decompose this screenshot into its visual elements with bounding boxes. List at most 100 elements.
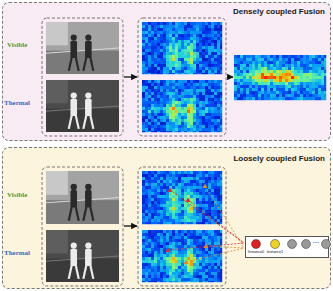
heat-cell	[175, 222, 178, 224]
heat-cell	[154, 89, 157, 92]
heat-cell	[169, 254, 172, 257]
person-leg	[83, 115, 86, 129]
heat-cell	[199, 89, 202, 92]
heat-cell	[211, 101, 214, 104]
heat-cell	[187, 269, 190, 272]
heat-cell	[148, 272, 151, 275]
heat-cell	[184, 171, 187, 174]
heat-cell	[208, 266, 211, 269]
heat-cell	[217, 95, 220, 98]
heat-cell	[178, 281, 181, 282]
heat-cell	[160, 31, 163, 34]
heat-cell	[184, 272, 187, 275]
heat-cell	[148, 216, 151, 219]
heat-cell	[193, 101, 196, 104]
heat-cell	[217, 31, 220, 34]
heat-cell	[151, 236, 154, 239]
heat-cell	[202, 86, 205, 89]
heat-cell	[151, 171, 154, 174]
heat-cell	[211, 278, 214, 281]
heat-cell	[160, 272, 163, 275]
heat-cell	[199, 98, 202, 101]
heat-cell	[163, 52, 166, 55]
heat-cell	[187, 52, 190, 55]
heatmap	[142, 80, 222, 132]
heat-cell	[169, 177, 172, 180]
heat-cell	[160, 192, 163, 195]
heat-cell	[196, 239, 199, 242]
heat-cell	[184, 207, 187, 210]
heat-cell	[151, 198, 154, 201]
heat-cell	[187, 186, 190, 189]
heat-cell	[172, 128, 175, 131]
building	[46, 80, 68, 103]
heat-cell	[148, 125, 151, 128]
person-head	[71, 184, 77, 190]
heat-cell	[157, 37, 160, 40]
heat-cell	[211, 34, 214, 37]
heat-cell	[145, 251, 148, 254]
heat-cell	[148, 73, 151, 74]
heat-cell	[214, 257, 217, 260]
heat-cell	[181, 230, 184, 233]
heat-cell	[187, 98, 190, 101]
heat-cell	[196, 89, 199, 92]
heat-cell	[169, 263, 172, 266]
heat-cell	[175, 198, 178, 201]
heat-cell	[175, 269, 178, 272]
heat-cell	[205, 192, 208, 195]
heat-cell	[151, 46, 154, 49]
heat-cell	[163, 210, 166, 213]
heat-cell	[208, 198, 211, 201]
heat-cell	[199, 73, 202, 74]
heat-cell	[187, 125, 190, 128]
heat-cell	[142, 58, 145, 61]
heat-cell	[169, 34, 172, 37]
heat-cell	[199, 110, 202, 113]
heat-cell	[148, 131, 151, 132]
heat-cell	[166, 104, 169, 107]
heat-cell	[181, 260, 184, 263]
heat-cell	[214, 210, 217, 213]
heat-cell	[199, 86, 202, 89]
heat-cell	[199, 222, 202, 224]
heat-cell	[205, 278, 208, 281]
heat-cell	[163, 180, 166, 183]
heat-cell	[148, 70, 151, 73]
heat-cell	[160, 104, 163, 107]
heat-cell	[196, 183, 199, 186]
heat-cell	[151, 230, 154, 233]
heat-cell	[190, 239, 193, 242]
heat-cell	[145, 278, 148, 281]
heat-cell	[199, 192, 202, 195]
heat-cell	[205, 275, 208, 278]
heat-cell	[217, 58, 220, 61]
heat-cell	[199, 183, 202, 186]
heat-cell	[184, 192, 187, 195]
heat-cell	[184, 183, 187, 186]
heat-cell	[190, 257, 193, 260]
heat-cell	[220, 254, 222, 257]
heat-cell	[142, 219, 145, 222]
heat-cell	[166, 278, 169, 281]
heat-cell	[148, 104, 151, 107]
heat-cell	[202, 272, 205, 275]
heat-cell	[181, 281, 184, 282]
heat-cell	[193, 110, 196, 113]
heat-cell	[196, 260, 199, 263]
heat-cell	[217, 128, 220, 131]
heat-cell	[205, 107, 208, 110]
heat-cell	[202, 83, 205, 86]
heat-cell	[148, 101, 151, 104]
heat-cell	[145, 201, 148, 204]
heat-cell	[211, 61, 214, 64]
heat-cell	[193, 28, 196, 31]
heat-cell	[181, 245, 184, 248]
heat-cell	[172, 104, 175, 107]
heat-cell	[145, 101, 148, 104]
heat-cell	[151, 95, 154, 98]
heat-cell	[163, 95, 166, 98]
heat-cell	[154, 28, 157, 31]
heat-cell	[220, 40, 222, 43]
heat-cell	[217, 272, 220, 275]
